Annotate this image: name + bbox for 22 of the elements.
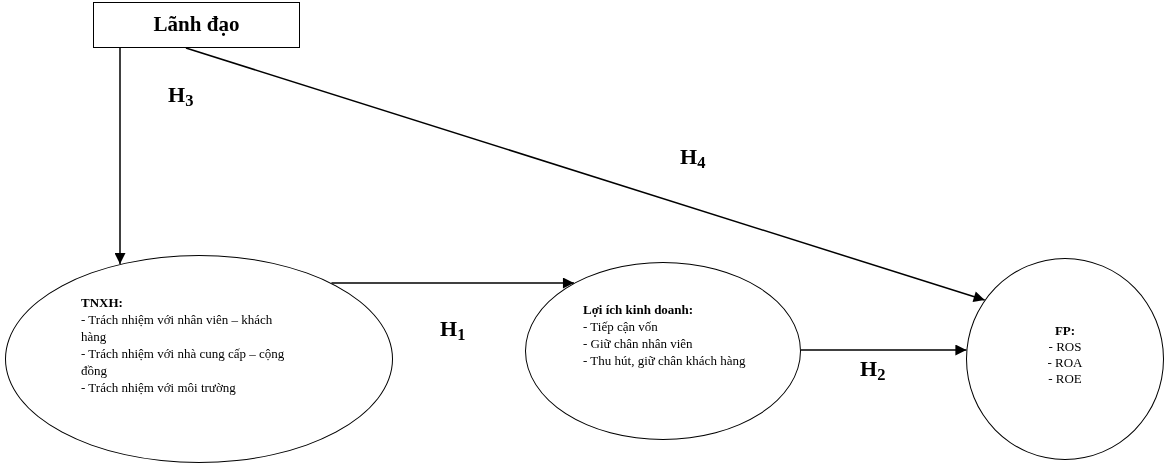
node-item: - Trách nhiệm với môi trường [81,379,237,396]
node-item: - Trách nhiệm với nhà cung cấp – cộng đồng [81,345,286,379]
node-heading: TNXH: [81,294,124,311]
concept-box [93,2,300,48]
node-item: - ROE [1048,371,1082,387]
edge-label: H$_{3}$ [168,84,194,106]
node-heading: Lãnh đạo [153,11,240,39]
node-item: - Giữ chân nhân viên [583,335,694,352]
arrow [330,277,575,289]
node-heading: FP: [1054,323,1076,339]
edge-label: H$_{4}$ [680,146,706,168]
node-item: - ROS [1048,339,1082,355]
node-heading: Lợi ích kinh doanh: [583,301,695,318]
edge-label: H$_{1}$ [440,318,466,340]
edge-label: H$_{2}$ [860,358,886,380]
node-item: - Trách nhiệm với nhân viên – khách hàng [81,311,274,345]
node-item: - Thu hút, giữ chân khách hàng [583,352,747,369]
arrow [114,47,126,265]
node-item: - Tiếp cận vốn [583,318,659,335]
arrow [185,47,986,302]
arrow [800,344,968,356]
node-item: - ROA [1047,355,1083,371]
